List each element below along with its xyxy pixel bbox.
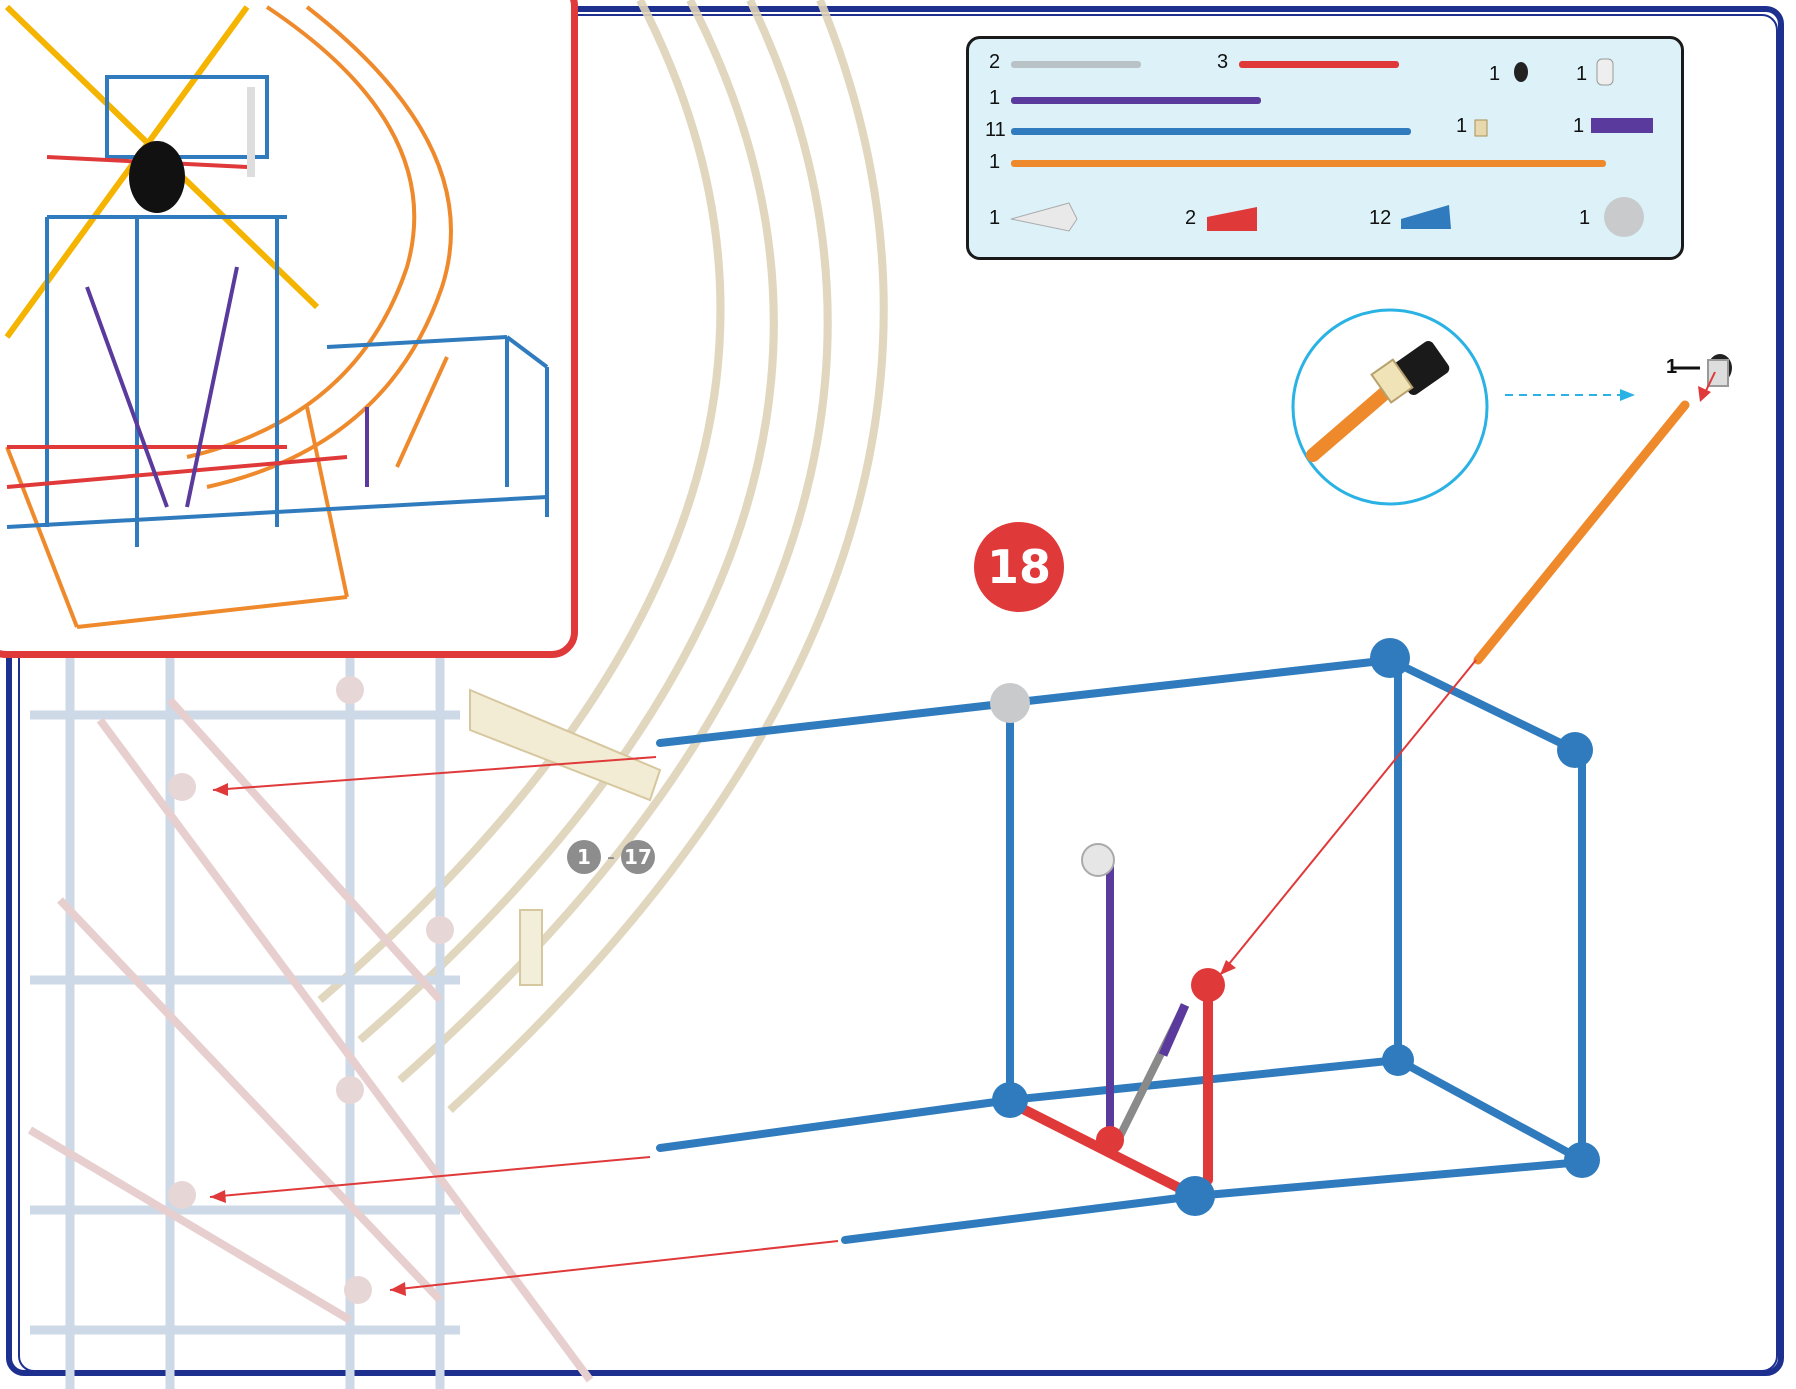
completed-model-inset [0, 0, 578, 658]
qty-blue-connector: 12 [1369, 207, 1392, 229]
qty-tan-clip: 1 [1456, 115, 1468, 137]
previous-step-separator: - [607, 844, 615, 870]
parts-list-panel: 2 3 1 1 1 11 1 1 1 1 2 12 1 [966, 36, 1684, 260]
qty-orange-rod: 1 [989, 151, 1001, 173]
model-preview-illustration [4, 4, 549, 629]
callout-quantity: 1 [1666, 356, 1678, 378]
step-number-badge: 18 [974, 522, 1064, 612]
parts-icons [1010, 58, 1653, 237]
qty-purple-rod: 1 [989, 87, 1001, 109]
previous-step-from: 1 [567, 840, 601, 874]
page-inner-border [18, 14, 1778, 1372]
qty-blue-rod: 11 [985, 119, 1006, 141]
qty-gray-connector: 1 [1579, 207, 1591, 229]
page-border [6, 6, 1784, 1376]
qty-gray-rod: 2 [989, 51, 1001, 73]
previous-steps-indicator: 1 - 17 [567, 840, 655, 874]
qty-black-cap: 1 [1489, 63, 1501, 85]
qty-white-spacer: 1 [1576, 63, 1588, 85]
qty-red-rod: 3 [1217, 51, 1229, 73]
qty-white-connector: 1 [989, 207, 1001, 229]
qty-purple-bar: 1 [1573, 115, 1585, 137]
qty-red-connector: 2 [1185, 207, 1197, 229]
previous-step-to: 17 [620, 840, 655, 874]
